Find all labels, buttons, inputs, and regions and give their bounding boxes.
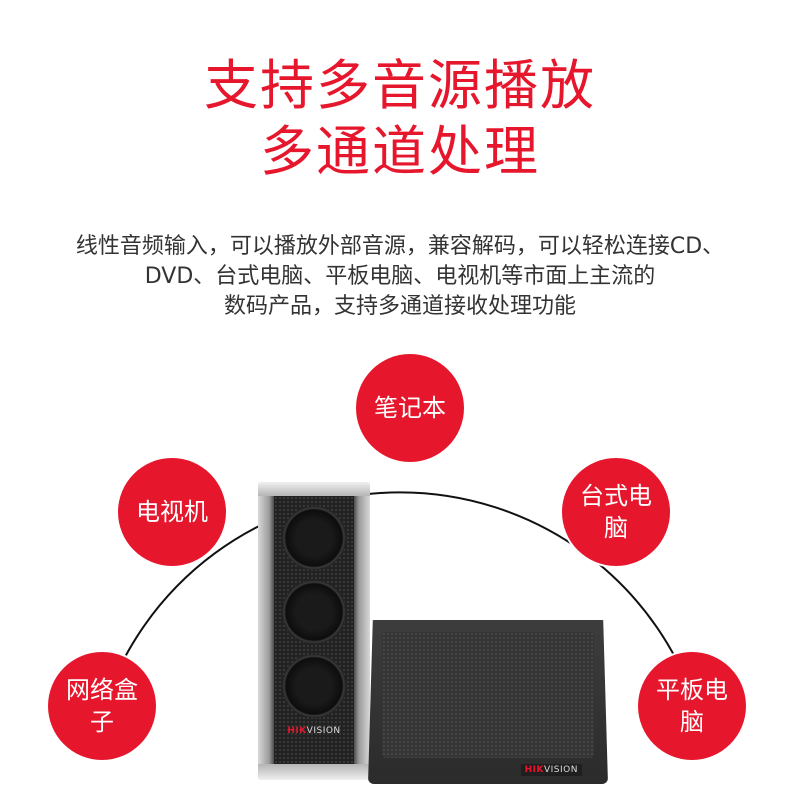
- source-label-tv: 电视机: [136, 498, 208, 526]
- description-line-2: DVD、台式电脑、平板电脑、电视机等市面上主流的: [144, 264, 656, 289]
- column-speaker-logo: HIKVISION: [287, 726, 341, 736]
- source-node-tv: 电视机: [118, 458, 226, 566]
- speaker-driver: [282, 654, 346, 718]
- cabinet-speaker-logo: HIKVISION: [520, 764, 582, 776]
- source-label-tablet: 平板电脑: [656, 676, 728, 736]
- source-label-notebook: 笔记本: [374, 394, 446, 422]
- source-node-network-box: 网络盒子: [48, 652, 156, 760]
- description-line-3: 数码产品，支持多通道接收处理功能: [223, 294, 576, 319]
- source-node-notebook: 笔记本: [356, 354, 464, 462]
- column-speaker-grille: [274, 496, 354, 764]
- column-speaker-bottom-cap: [258, 764, 370, 780]
- column-speaker-top-cap: [258, 482, 370, 496]
- speaker-driver: [282, 580, 346, 644]
- source-node-tablet: 平板电脑: [638, 652, 746, 760]
- column-speaker-image: HIKVISION: [258, 482, 370, 780]
- cabinet-speaker-grille: [382, 632, 594, 758]
- headline-line-1: 支持多音源播放: [204, 54, 596, 117]
- headline-line-2: 多通道处理: [260, 120, 540, 183]
- cabinet-speaker-image: HIKVISION: [368, 620, 608, 784]
- speaker-driver: [282, 506, 346, 570]
- source-node-desktop: 台式电脑: [562, 458, 670, 566]
- source-label-network-box: 网络盒子: [66, 676, 138, 736]
- source-label-desktop: 台式电脑: [580, 482, 652, 542]
- description-line-1: 线性音频输入，可以播放外部音源，兼容解码，可以轻松连接CD、: [75, 234, 725, 259]
